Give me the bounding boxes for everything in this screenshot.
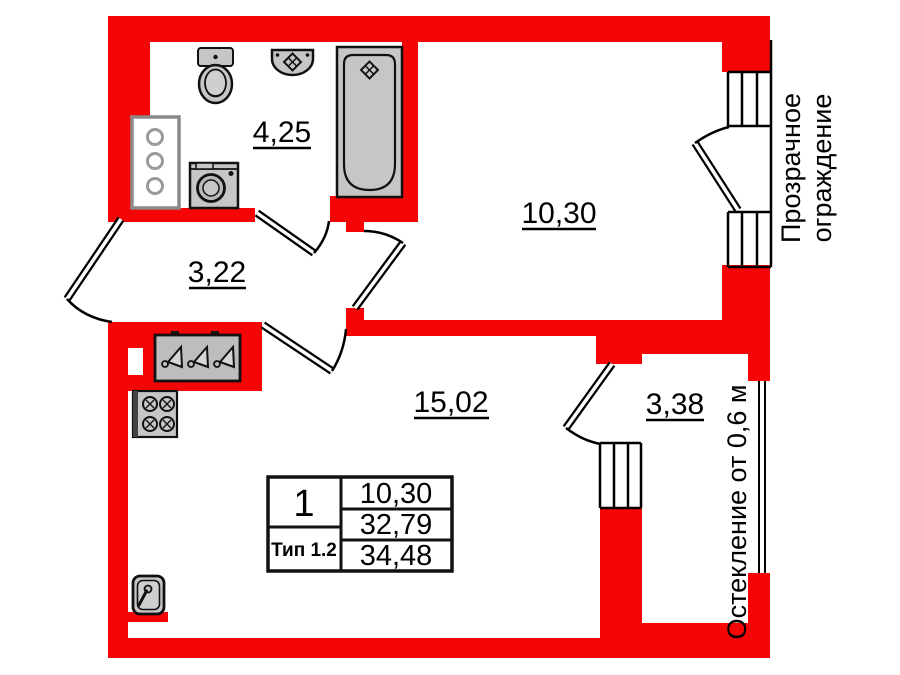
area-label-balcony: 3,38 (646, 388, 704, 421)
door-swing-arc (694, 125, 730, 145)
area-label-bathroom: 4,25 (253, 116, 311, 149)
wall-bottom (108, 638, 770, 658)
wall-kitchen-chunk-c (128, 375, 155, 391)
wall-kitchen-chunk-a (128, 322, 155, 348)
table-living-area: 10,30 (360, 478, 433, 510)
stove-icon (131, 389, 179, 439)
bay-window-upper (726, 40, 773, 269)
wall-bathroom-bottom-right (330, 196, 418, 222)
table-apartment-area: 32,79 (360, 509, 433, 541)
room-door (351, 229, 407, 311)
railing-annotation-line2: ограждение (807, 94, 837, 243)
wall-wardrobe-right-block (240, 322, 262, 391)
bay-balcony-door (691, 125, 742, 213)
table-total-area: 34,48 (360, 540, 433, 572)
wall-balcony-window-bottom (600, 508, 642, 658)
door-swing-arc (330, 328, 348, 372)
annotations: Прозрачное ограждение Остекление от 0,6 … (722, 93, 837, 639)
hanger-icon (213, 344, 236, 369)
washing-machine-icon (188, 161, 240, 210)
door-swing-arc (313, 220, 331, 254)
walls (108, 16, 770, 658)
info-table: 1 Тип 1.2 10,30 32,79 34,48 (266, 475, 454, 573)
area-label-hallway: 3,22 (188, 256, 246, 289)
area-label-room: 10,30 (521, 197, 596, 230)
wall-bathroom-divider (402, 16, 418, 222)
balcony-door (562, 361, 616, 446)
wall-top (108, 16, 770, 42)
balcony-window (598, 441, 643, 510)
entrance-door (63, 216, 125, 324)
wall-right-mid (722, 265, 770, 336)
wall-under-wardrobe (108, 381, 252, 391)
bathroom-door (254, 209, 331, 257)
wall-stub-room-door-bottom (346, 308, 364, 322)
wall-bathroom-bottom-left (108, 208, 255, 222)
door-swing-arc (363, 229, 404, 245)
wardrobe-icon (153, 331, 242, 383)
door-swing-arc (565, 427, 602, 446)
hanger-icon (187, 344, 210, 369)
glazing-annotation: Остекление от 0,6 м (722, 385, 752, 640)
kitchen-door (260, 321, 348, 375)
hanger-icon (161, 344, 184, 369)
wall-glazing-pier-bottom (748, 573, 770, 658)
railing-annotation-line1: Прозрачное (776, 93, 806, 243)
balcony-glazing-line (758, 381, 766, 573)
bath-sink-icon (270, 48, 315, 77)
table-rooms-count: 1 (293, 483, 314, 525)
wall-kitchen-chunk-b (143, 348, 155, 375)
room-area-labels: 4,25 10,30 3,22 15,02 3,38 (188, 116, 704, 422)
area-label-kitchen-living: 15,02 (413, 386, 488, 419)
toilet-icon (197, 47, 234, 105)
bathtub-icon (335, 45, 404, 199)
utility-shaft-icon (130, 115, 181, 210)
door-swing-arc (66, 298, 113, 324)
wall-sink-niche-bar (128, 612, 168, 622)
bathtub-drain (359, 60, 380, 80)
wall-right-top (722, 16, 770, 72)
table-type: Тип 1.2 (271, 540, 337, 561)
kitchen-sink-icon (131, 574, 166, 616)
wall-stub-room-door-top (346, 222, 364, 232)
wall-left-lower (108, 322, 128, 658)
doors (63, 125, 742, 446)
wall-glazing-pier-top (748, 338, 770, 381)
